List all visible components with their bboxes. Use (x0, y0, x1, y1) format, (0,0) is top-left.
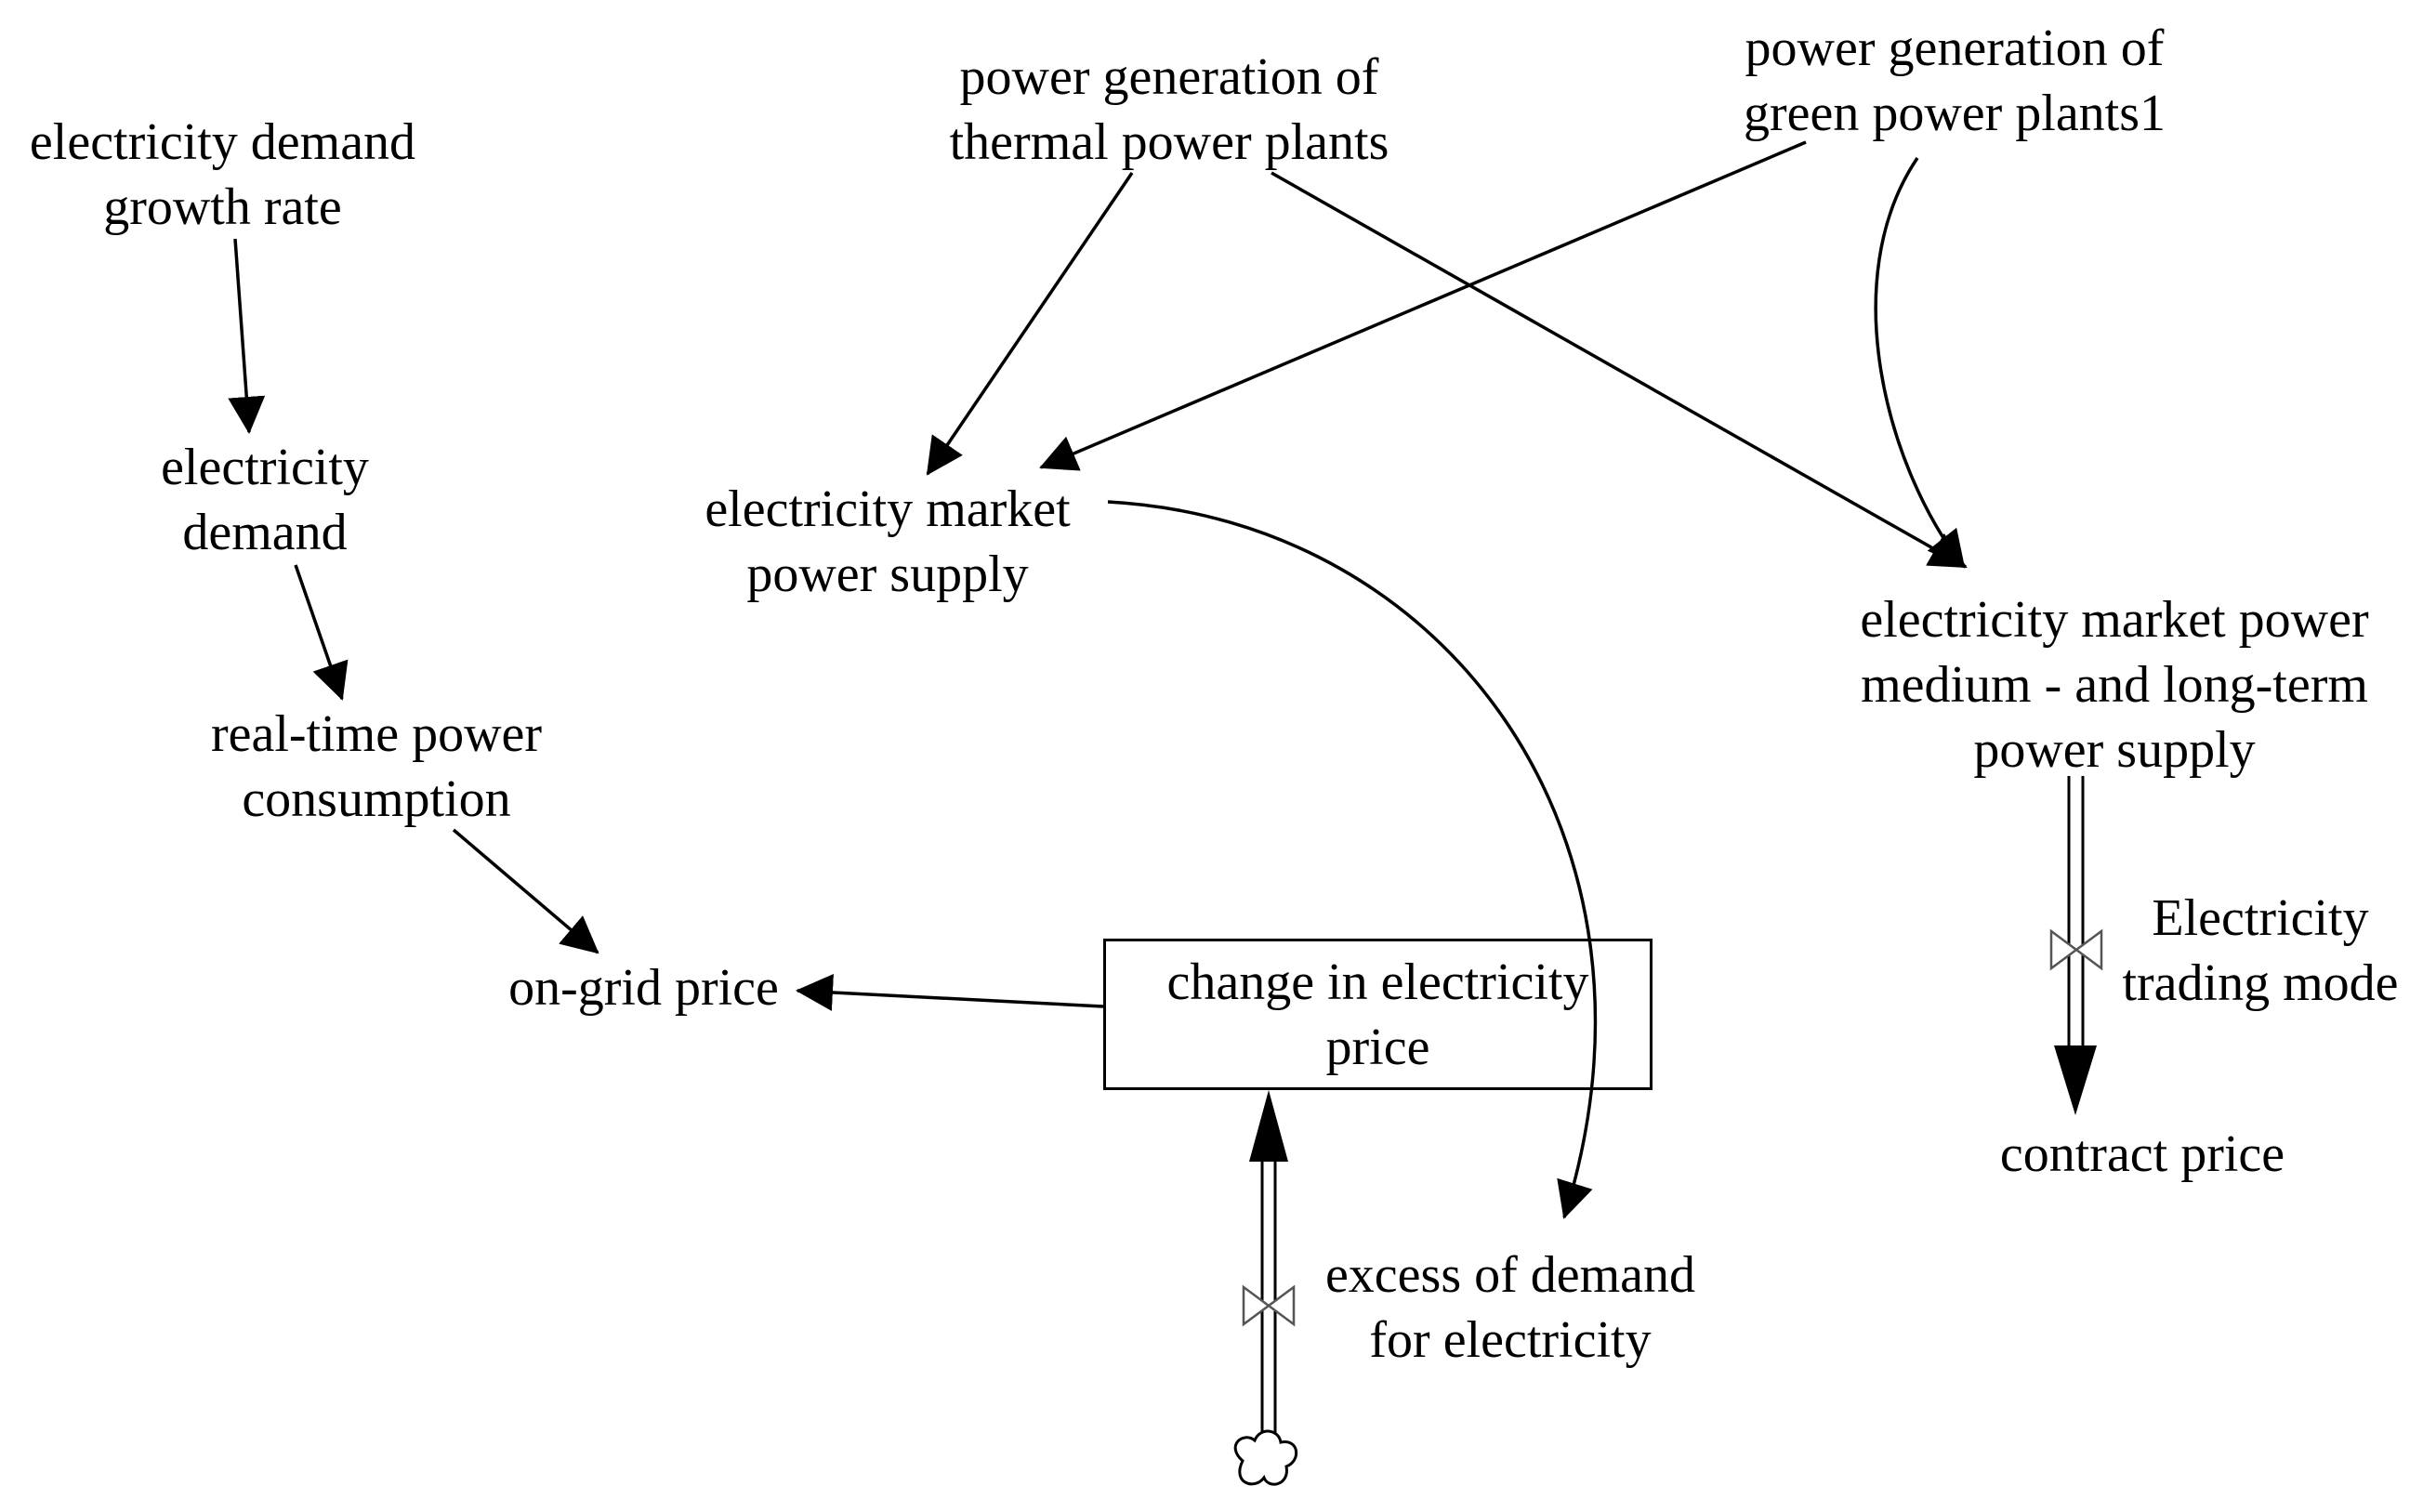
node-line: electricity (161, 439, 369, 496)
node-medium-long-term-power-supply[interactable]: electricity market power medium - and lo… (1826, 587, 2403, 782)
link-thermal-to-market-supply (926, 172, 1134, 476)
link-thermal-to-medium-long-supply (1271, 171, 1968, 569)
node-line: green power plants1 (1743, 85, 2166, 142)
node-line: demand (182, 504, 348, 561)
node-change-in-electricity-price[interactable]: change in electricity price (1103, 950, 1653, 1080)
flow-pipe-trading-mode (2054, 776, 2097, 1115)
node-line: power supply (1973, 721, 2256, 779)
stock-box-price-change[interactable] (1103, 939, 1653, 1090)
node-line: on-grid price (508, 959, 779, 1017)
link-market-supply-to-excess-demand (1107, 500, 1598, 1219)
flow-pipe-excess-demand (1249, 1090, 1288, 1443)
valve-icon[interactable] (1242, 1284, 1296, 1327)
node-contract-price[interactable]: contract price (1966, 1122, 2319, 1187)
node-line: real-time power (210, 705, 543, 763)
node-line: price (1325, 1019, 1430, 1076)
node-line: consumption (242, 770, 511, 828)
node-line: power supply (746, 546, 1029, 603)
valve-icon[interactable] (2049, 928, 2103, 971)
link-green-to-medium-long-supply (1874, 157, 1966, 569)
node-electricity-market-power-supply[interactable]: electricity market power supply (674, 477, 1101, 607)
link-growth-rate-to-demand (228, 238, 266, 434)
node-line: excess of demand (1324, 1246, 1696, 1304)
node-line: medium - and long-term (1861, 656, 2368, 714)
node-line: Electricity (2152, 889, 2369, 947)
node-thermal-power-generation[interactable]: power generation of thermal power plants (909, 45, 1429, 175)
node-line: trading mode (2122, 954, 2399, 1012)
node-line: contract price (1999, 1125, 2285, 1183)
link-consumption-to-on-grid-price (452, 828, 599, 954)
node-line: growth rate (103, 178, 342, 236)
node-line: power generation of (959, 48, 1379, 106)
node-line: thermal power plants (949, 113, 1389, 171)
node-green-power-generation[interactable]: power generation of green power plants1 (1690, 16, 2219, 146)
node-excess-of-demand[interactable]: excess of demand for electricity (1297, 1242, 1724, 1373)
link-price-change-to-on-grid-price (796, 973, 1104, 1011)
node-electricity-trading-mode[interactable]: Electricity trading mode (2102, 886, 2418, 1016)
cloud-source-icon (1233, 1429, 1297, 1486)
node-line: change in electricity (1166, 953, 1589, 1011)
link-green-to-market-supply (1039, 140, 1807, 471)
node-line: electricity market power (1860, 591, 2369, 649)
node-electricity-demand[interactable]: electricity demand (125, 435, 404, 565)
node-real-time-power-consumption[interactable]: real-time power consumption (181, 702, 572, 832)
node-line: electricity demand (29, 113, 416, 171)
node-line: power generation of (1745, 20, 2165, 77)
link-demand-to-consumption (294, 564, 349, 701)
node-electricity-demand-growth-rate[interactable]: electricity demand growth rate (2, 110, 443, 240)
node-line: for electricity (1369, 1311, 1652, 1369)
node-on-grid-price[interactable]: on-grid price (488, 955, 799, 1020)
node-line: electricity market (705, 480, 1071, 538)
